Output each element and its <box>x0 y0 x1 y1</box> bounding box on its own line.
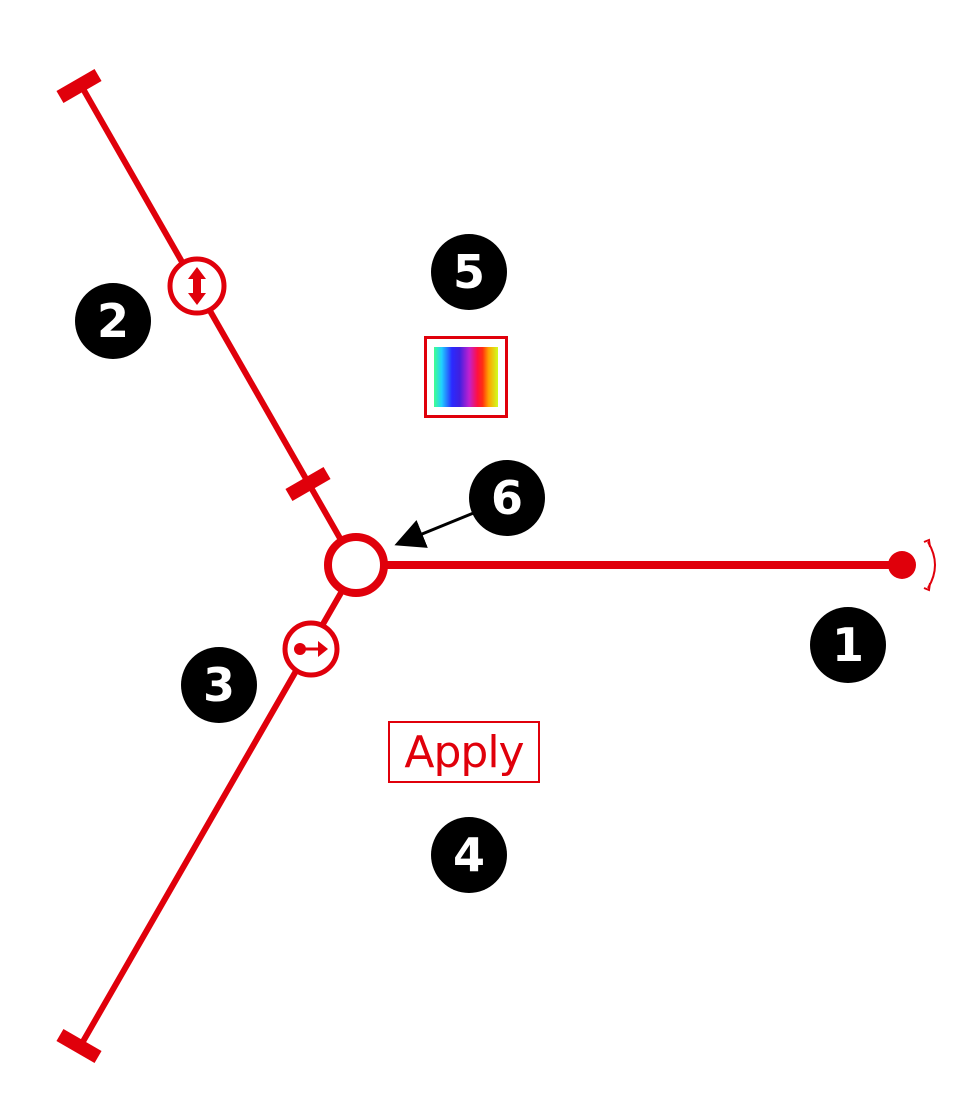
callout-6: 6 <box>469 460 545 536</box>
callout-1: 1 <box>810 607 886 683</box>
end-cap-top[interactable] <box>56 68 102 104</box>
gradient-preview <box>434 347 498 407</box>
callout-3: 3 <box>181 647 257 723</box>
vertical-double-arrow-icon <box>188 267 206 305</box>
callout-5: 5 <box>431 234 507 310</box>
callout-arrow <box>394 510 477 548</box>
rotate-handle[interactable] <box>888 538 936 592</box>
center-handle[interactable] <box>324 533 388 597</box>
horizontal-arrow-icon <box>294 641 328 657</box>
line-upper-left[interactable] <box>79 85 344 542</box>
end-cap-bottom[interactable] <box>56 1028 102 1064</box>
callout-2: 2 <box>75 283 151 359</box>
end-cap-middle[interactable] <box>285 466 331 502</box>
gradient-swatch[interactable] <box>424 336 508 418</box>
callout-4: 4 <box>431 817 507 893</box>
offset-handle[interactable] <box>282 620 340 678</box>
rotate-arrows-icon <box>923 538 936 592</box>
scale-handle[interactable] <box>167 256 227 316</box>
apply-button[interactable]: Apply <box>388 721 540 783</box>
